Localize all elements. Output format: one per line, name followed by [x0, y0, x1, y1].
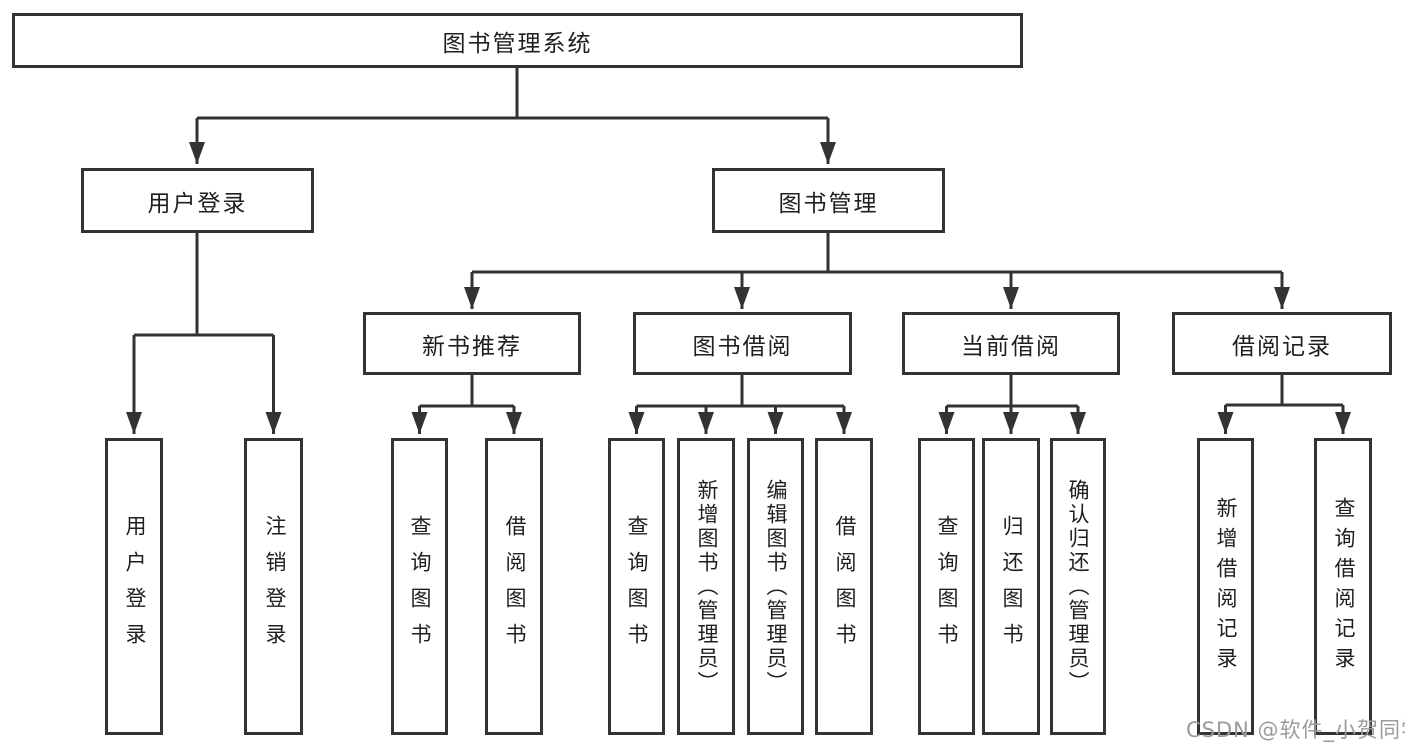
- leaf-user-login: 用户登录: [105, 438, 163, 735]
- leaf-query-books-recommend: 查询图书: [391, 438, 448, 735]
- node-book-borrowing: 图书借阅: [633, 312, 852, 375]
- leaf-edit-book-admin: 编辑图书（管理员）: [747, 438, 804, 735]
- watermark: CSDN @软件_小贺同学: [1186, 718, 1405, 742]
- node-library-system: 图书管理系统: [12, 13, 1023, 68]
- leaf-return-book: 归还图书: [982, 438, 1040, 735]
- leaf-query-books-borrowing: 查询图书: [608, 438, 665, 735]
- leaf-add-borrow-record: 新增借阅记录: [1197, 438, 1254, 735]
- leaf-borrow-books-recommend: 借阅图书: [485, 438, 543, 735]
- leaf-borrow-books-borrowing: 借阅图书: [815, 438, 873, 735]
- leaf-query-books-current: 查询图书: [918, 438, 975, 735]
- node-user-login: 用户登录: [81, 168, 314, 233]
- leaf-confirm-return-admin: 确认归还（管理员）: [1050, 438, 1106, 735]
- leaf-add-book-admin: 新增图书（管理员）: [677, 438, 735, 735]
- node-book-management: 图书管理: [712, 168, 945, 233]
- node-current-borrowing: 当前借阅: [902, 312, 1120, 375]
- leaf-query-borrow-record: 查询借阅记录: [1314, 438, 1372, 735]
- leaf-logout: 注销登录: [244, 438, 303, 735]
- node-borrowing-records: 借阅记录: [1172, 312, 1392, 375]
- node-new-book-recommend: 新书推荐: [363, 312, 581, 375]
